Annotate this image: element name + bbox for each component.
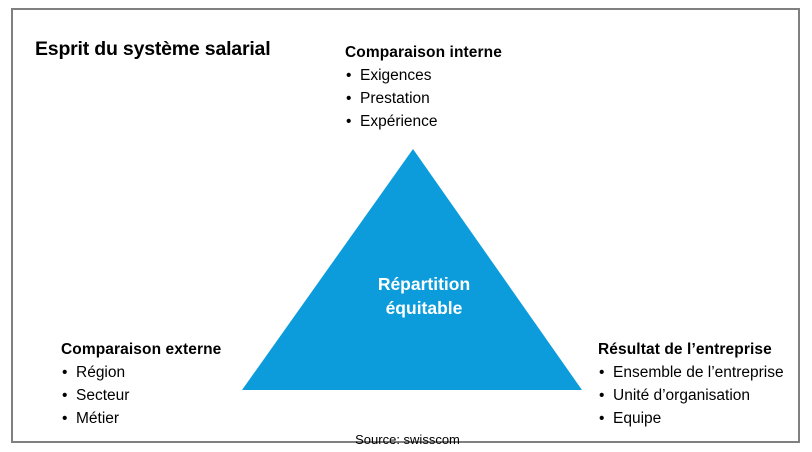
list-item: • Ensemble de l’entreprise	[598, 361, 784, 384]
vertex-block-result: Résultat de l’entreprise • Ensemble de l…	[598, 341, 784, 430]
figure-frame: Esprit du système salarial Répartition é…	[11, 8, 800, 447]
bullet-icon: •	[346, 90, 352, 107]
bullet-icon: •	[62, 387, 68, 404]
bullet-icon: •	[599, 364, 605, 381]
list-item-label: Prestation	[360, 90, 430, 107]
vertex-list-external: • Région • Secteur • Métier	[61, 361, 221, 430]
list-item-label: Région	[76, 364, 126, 381]
list-item-label: Unité d’organisation	[613, 387, 751, 404]
vertex-block-external: Comparaison externe • Région • Secteur •…	[61, 341, 221, 430]
bullet-icon: •	[62, 410, 68, 427]
list-item: • Equipe	[598, 407, 784, 430]
list-item: • Expérience	[345, 110, 502, 133]
list-item: • Unité d’organisation	[598, 384, 784, 407]
list-item-label: Métier	[76, 410, 120, 427]
page-title: Esprit du système salarial	[35, 38, 271, 60]
list-item: • Exigences	[345, 64, 502, 87]
list-item-label: Secteur	[76, 387, 130, 404]
vertex-list-internal: • Exigences • Prestation • Expérience	[345, 64, 502, 133]
vertex-block-internal: Comparaison interne • Exigences • Presta…	[345, 44, 502, 133]
list-item: • Secteur	[61, 384, 221, 407]
bullet-icon: •	[599, 387, 605, 404]
list-item: • Prestation	[345, 87, 502, 110]
list-item: • Métier	[61, 407, 221, 430]
vertex-list-result: • Ensemble de l’entreprise • Unité d’org…	[598, 361, 784, 430]
list-item-label: Exigences	[360, 67, 432, 84]
bullet-icon: •	[62, 364, 68, 381]
vertex-heading-external: Comparaison externe	[61, 341, 222, 358]
bullet-icon: •	[346, 67, 352, 84]
bullet-icon: •	[346, 113, 352, 130]
triangle-center-label: Répartition équitable	[313, 272, 535, 320]
vertex-heading-internal: Comparaison interne	[345, 44, 502, 61]
triangle-center-line-2: équitable	[385, 298, 463, 318]
list-item-label: Ensemble de l’entreprise	[613, 364, 784, 381]
source-caption: Source: swisscom	[355, 432, 460, 447]
list-item-label: Expérience	[360, 113, 438, 130]
vertex-heading-result: Résultat de l’entreprise	[598, 341, 772, 358]
bullet-icon: •	[599, 410, 605, 427]
triangle-shape	[242, 149, 582, 390]
triangle-center-line-1: Répartition	[377, 274, 471, 294]
list-item: • Région	[61, 361, 221, 384]
list-item-label: Equipe	[613, 410, 662, 427]
